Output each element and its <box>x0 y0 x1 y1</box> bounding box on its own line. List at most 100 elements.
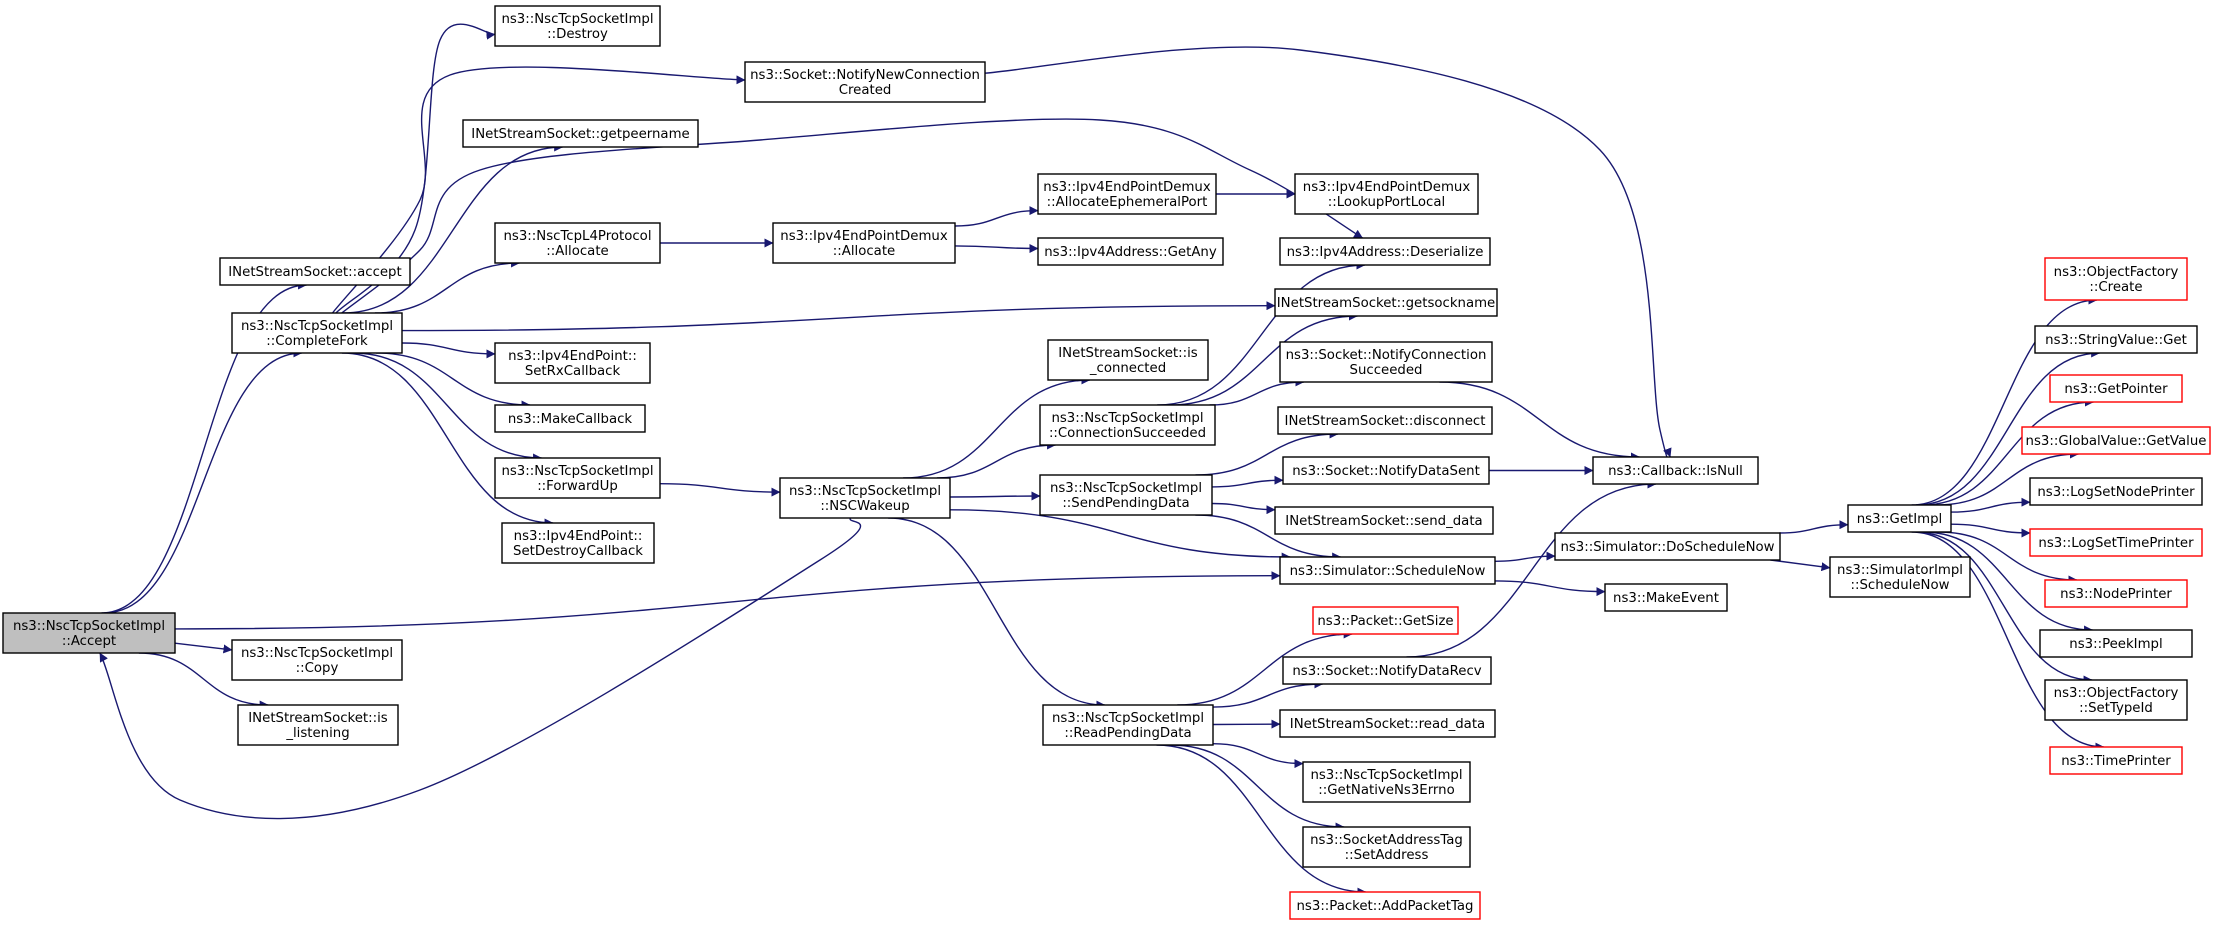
node-label-line: INetStreamSocket::is <box>1058 346 1198 361</box>
edge-sendpending-to-disconnect <box>1195 429 1339 476</box>
node-label-line: INetStreamSocket::getsockname <box>1277 296 1495 311</box>
node-box <box>1289 891 1481 920</box>
node-label-line: ns3::Ipv4EndPointDemux <box>1043 180 1211 195</box>
node-addpackettag[interactable]: ns3::Packet::AddPacketTag <box>1289 891 1481 920</box>
node-setaddress[interactable]: ns3::SocketAddressTag::SetAddress <box>1302 826 1471 868</box>
node-label-line: ::SetAddress <box>1345 848 1429 863</box>
node-nscwakeup[interactable]: ns3::NscTcpSocketImpl::NSCWakeup <box>779 477 951 519</box>
node-label-line: ::ForwardUp <box>537 479 618 494</box>
node-label-line: ns3::NscTcpSocketImpl <box>241 646 393 661</box>
node-label-line: ns3::TimePrinter <box>2061 754 2171 769</box>
node-stringvalue-get[interactable]: ns3::StringValue::Get <box>2034 325 2198 354</box>
edge-completefork-to-notifynewconn <box>331 66 746 314</box>
node-box <box>1282 656 1492 685</box>
node-demux-allocate[interactable]: ns3::Ipv4EndPointDemux::Allocate <box>772 222 956 264</box>
node-label-line: ns3::NscTcpL4Protocol <box>503 229 651 244</box>
node-simimpl-schedulenow[interactable]: ns3::SimulatorImpl::ScheduleNow <box>1829 556 1971 598</box>
node-label-line: ns3::SocketAddressTag <box>1310 833 1463 848</box>
node-box <box>1302 826 1471 868</box>
node-alloc-ephemeral[interactable]: ns3::Ipv4EndPointDemux::AllocateEphemera… <box>1037 173 1217 215</box>
node-packet-getsize[interactable]: ns3::Packet::GetSize <box>1312 606 1459 635</box>
node-inet-accept[interactable]: INetStreamSocket::accept <box>219 257 411 286</box>
node-label-line: ::ReadPendingData <box>1064 726 1191 741</box>
node-accept-root[interactable]: ns3::NscTcpSocketImpl::Accept <box>2 612 176 654</box>
edge-nscwakeup-to-conn_succeeded <box>936 440 1057 479</box>
node-logsettimeprinter[interactable]: ns3::LogSetTimePrinter <box>2029 528 2203 557</box>
node-getsockname[interactable]: INetStreamSocket::getsockname <box>1274 288 1498 317</box>
node-of-settypeid[interactable]: ns3::ObjectFactory::SetTypeId <box>2044 679 2188 721</box>
node-box <box>2049 746 2183 775</box>
edge-forwardup-to-nscwakeup <box>659 483 781 497</box>
edge-conn_succeeded-to-notifyconnsucc <box>1209 377 1305 406</box>
node-send-data[interactable]: INetStreamSocket::send_data <box>1274 506 1494 535</box>
node-label-line: ::GetNativeNs3Errno <box>1318 783 1454 798</box>
node-read-data[interactable]: INetStreamSocket::read_data <box>1279 709 1496 738</box>
edge-completefork-to-getpeername <box>343 142 564 314</box>
node-box <box>1294 173 1479 215</box>
node-label-line: _connected <box>1089 361 1166 376</box>
node-box <box>2039 629 2193 658</box>
node-conn-succeeded[interactable]: ns3::NscTcpSocketImpl::ConnectionSucceed… <box>1039 404 1216 446</box>
node-label-line: ns3::Simulator::DoScheduleNow <box>1560 540 1774 555</box>
node-box <box>2044 579 2188 608</box>
node-getimpl[interactable]: ns3::GetImpl <box>1847 504 1952 533</box>
edge-completefork-to-getsockname <box>401 301 1276 332</box>
node-disconnect[interactable]: INetStreamSocket::disconnect <box>1277 406 1493 435</box>
node-label-line: ns3::NscTcpSocketImpl <box>1051 411 1203 426</box>
node-box <box>1037 173 1217 215</box>
edge-readpending-to-setaddress <box>1170 744 1345 832</box>
node-getpointer[interactable]: ns3::GetPointer <box>2049 374 2183 403</box>
node-box <box>494 342 651 384</box>
node-setdestroycallback[interactable]: ns3::Ipv4EndPoint::SetDestroyCallback <box>501 522 655 564</box>
node-logsetnodeprinter[interactable]: ns3::LogSetNodePrinter <box>2029 477 2203 506</box>
node-getpeername[interactable]: INetStreamSocket::getpeername <box>462 119 699 148</box>
node-box <box>231 639 403 681</box>
node-makeevent[interactable]: ns3::MakeEvent <box>1604 583 1728 612</box>
node-label-line: SetRxCallback <box>525 364 621 379</box>
node-copy[interactable]: ns3::NscTcpSocketImpl::Copy <box>231 639 403 681</box>
node-notifydatarecv[interactable]: ns3::Socket::NotifyDataRecv <box>1282 656 1492 685</box>
node-readpending[interactable]: ns3::NscTcpSocketImpl::ReadPendingData <box>1042 704 1214 746</box>
node-box <box>1302 761 1471 803</box>
edge-schedulenow-to-doschedulenow <box>1494 551 1556 562</box>
node-box <box>1829 556 1971 598</box>
node-notifydatasent[interactable]: ns3::Socket::NotifyDataSent <box>1282 456 1490 485</box>
node-label-line: ns3::LogSetNodePrinter <box>2037 485 2195 500</box>
node-schedulenow[interactable]: ns3::Simulator::ScheduleNow <box>1279 556 1496 585</box>
node-of-create[interactable]: ns3::ObjectFactory::Create <box>2044 257 2188 301</box>
node-makecallback[interactable]: ns3::MakeCallback <box>494 404 646 433</box>
node-label-line: ::Allocate <box>546 244 608 259</box>
node-destroy[interactable]: ns3::NscTcpSocketImpl::Destroy <box>494 5 661 47</box>
node-box <box>1042 704 1214 746</box>
node-deserialize[interactable]: ns3::Ipv4Address::Deserialize <box>1279 237 1491 266</box>
node-is-listening[interactable]: INetStreamSocket::is_listening <box>237 704 399 746</box>
node-box <box>462 119 699 148</box>
node-l4-allocate[interactable]: ns3::NscTcpL4Protocol::Allocate <box>494 222 661 264</box>
node-label-line: ::Allocate <box>833 244 895 259</box>
node-completefork[interactable]: ns3::NscTcpSocketImpl::CompleteFork <box>231 312 403 354</box>
edge-sendpending-to-send_data <box>1211 502 1276 515</box>
node-setrxcallback[interactable]: ns3::Ipv4EndPoint::SetRxCallback <box>494 342 651 384</box>
node-nodeprinter[interactable]: ns3::NodePrinter <box>2044 579 2188 608</box>
node-forwardup[interactable]: ns3::NscTcpSocketImpl::ForwardUp <box>494 457 661 499</box>
node-timeprinter[interactable]: ns3::TimePrinter <box>2049 746 2183 775</box>
edge-sendpending-to-schedulenow <box>1195 514 1342 562</box>
node-doschedulenow[interactable]: ns3::Simulator::DoScheduleNow <box>1554 532 1781 561</box>
node-box <box>1279 709 1496 738</box>
node-peekimpl[interactable]: ns3::PeekImpl <box>2039 629 2193 658</box>
edge-getimpl-to-peekimpl <box>1922 531 2094 635</box>
node-callback-isnull[interactable]: ns3::Callback::IsNull <box>1592 456 1759 485</box>
node-globalvalue-getvalue[interactable]: ns3::GlobalValue::GetValue <box>2021 426 2211 455</box>
node-getnativeerrno[interactable]: ns3::NscTcpSocketImpl::GetNativeNs3Errno <box>1302 761 1471 803</box>
node-label-line: ns3::MakeEvent <box>1613 591 1719 606</box>
node-sendpending[interactable]: ns3::NscTcpSocketImpl::SendPendingData <box>1039 474 1213 516</box>
node-getany[interactable]: ns3::Ipv4Address::GetAny <box>1037 237 1224 266</box>
edge-completefork-to-forwardup <box>352 352 543 463</box>
node-label-line: INetStreamSocket::accept <box>228 265 401 280</box>
node-box <box>1282 456 1490 485</box>
node-lookupportlocal[interactable]: ns3::Ipv4EndPointDemux::LookupPortLocal <box>1294 173 1479 215</box>
node-is-connected[interactable]: INetStreamSocket::is_connected <box>1047 339 1209 381</box>
